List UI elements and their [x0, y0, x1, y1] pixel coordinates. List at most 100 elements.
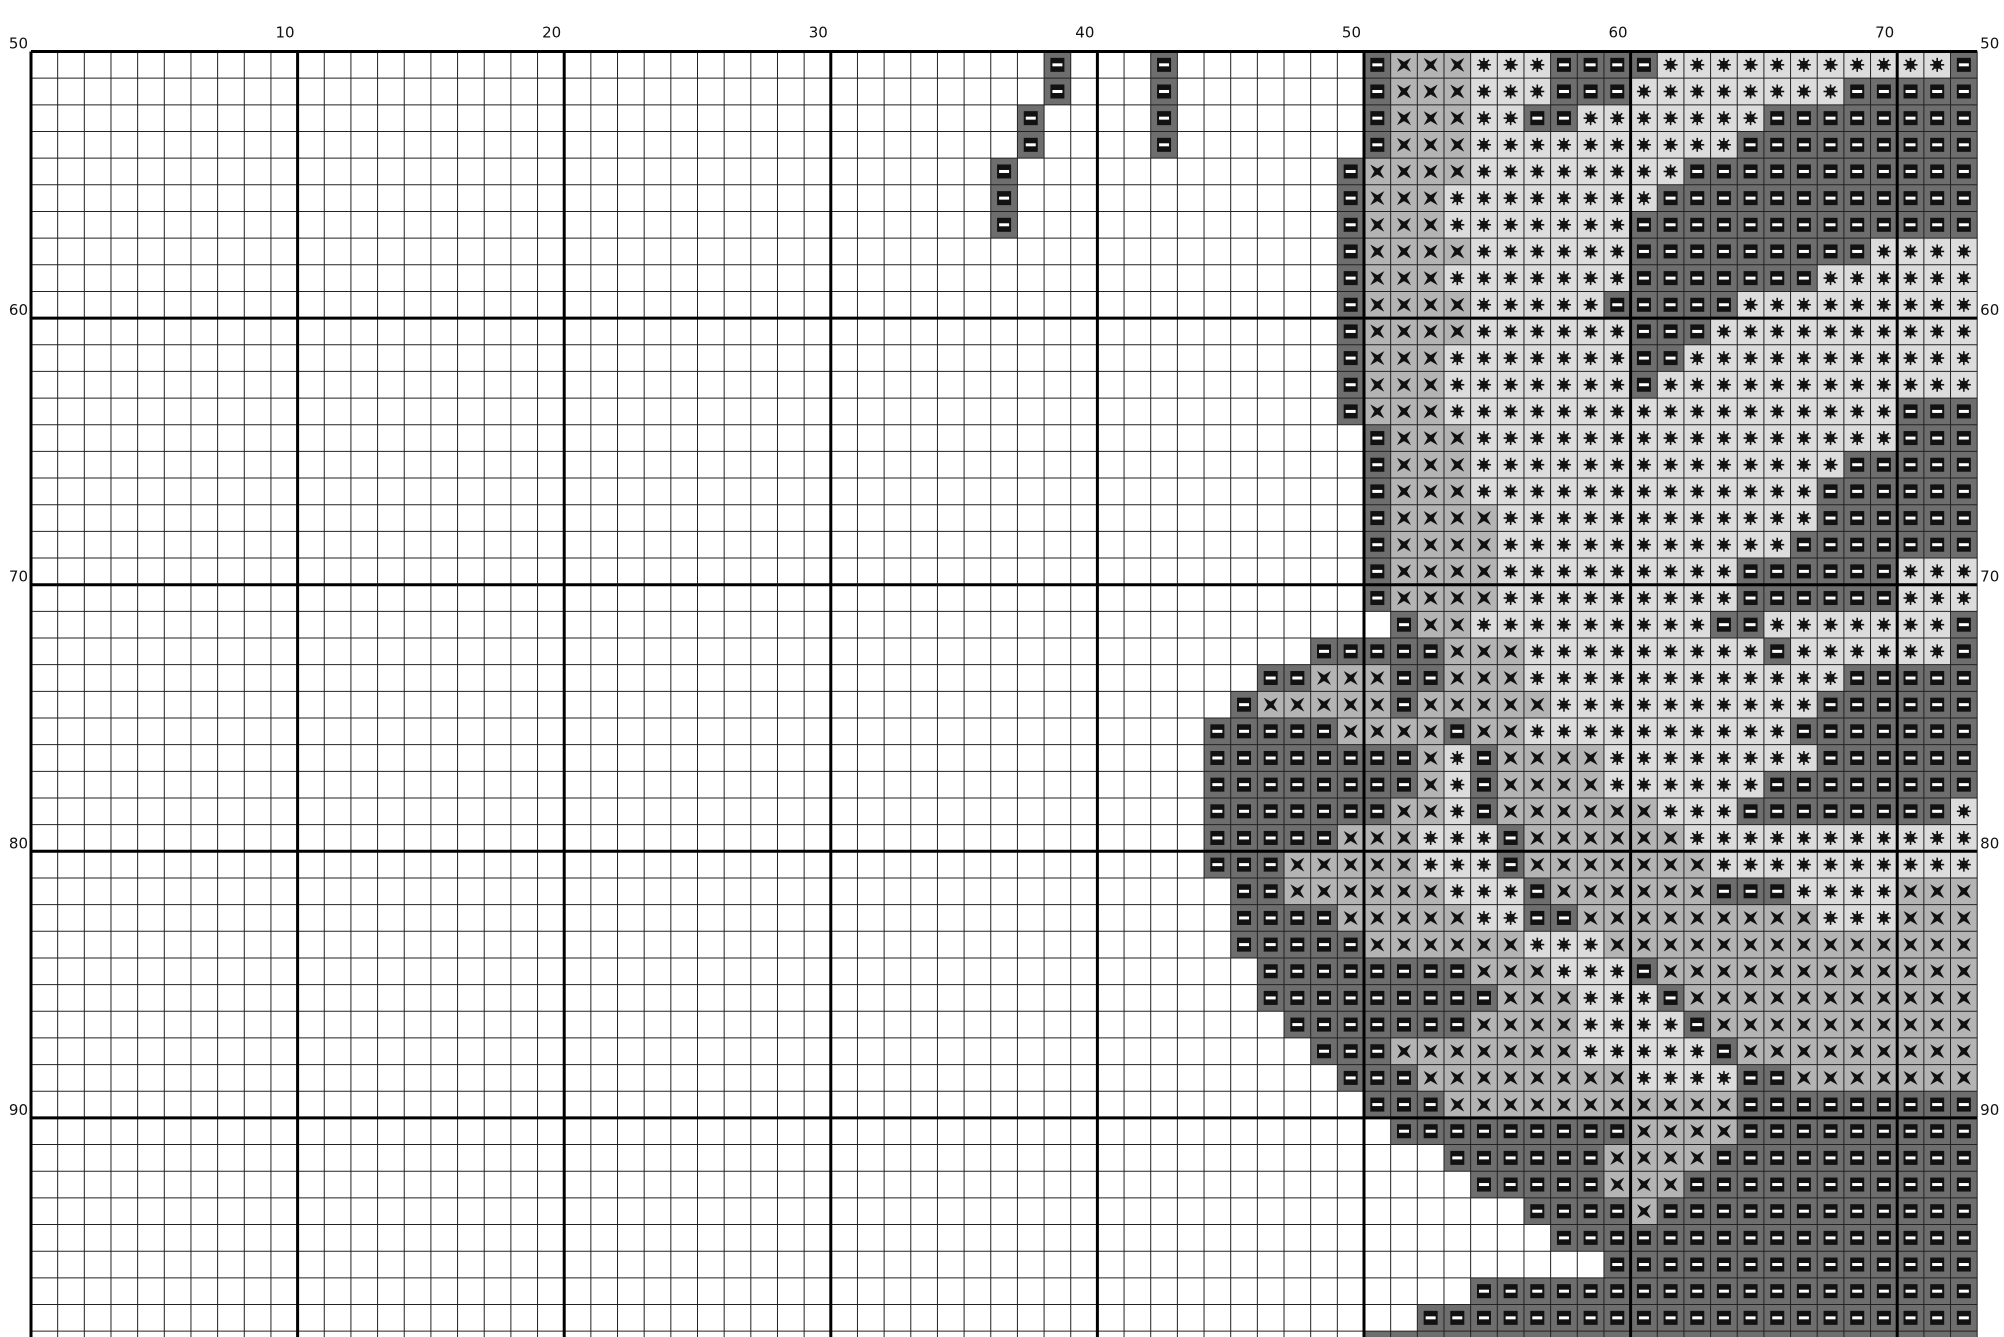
x-cross-symbol-cell — [1337, 718, 1364, 745]
snowflake-symbol-cell — [1791, 425, 1818, 452]
snowflake-symbol-cell — [1577, 371, 1604, 398]
snowflake-symbol-cell — [1497, 265, 1524, 292]
snowflake-symbol-cell — [1471, 425, 1498, 452]
snowflake-symbol-cell — [1604, 558, 1631, 585]
x-cross-symbol-cell — [1417, 398, 1444, 425]
dark-minus-symbol-cell — [1311, 905, 1338, 932]
snowflake-symbol-cell — [1444, 398, 1471, 425]
dark-minus-symbol-cell — [1817, 718, 1844, 745]
x-cross-symbol-cell — [1791, 1065, 1818, 1092]
x-cross-symbol-cell — [1711, 1091, 1738, 1118]
snowflake-symbol-cell — [1471, 611, 1498, 638]
snowflake-symbol-cell — [1764, 398, 1791, 425]
dark-minus-symbol-cell — [991, 158, 1018, 185]
dark-minus-symbol-cell — [1817, 1331, 1844, 1337]
dark-minus-symbol-cell — [1631, 1278, 1658, 1305]
snowflake-symbol-cell — [1524, 398, 1551, 425]
snowflake-symbol-cell — [1711, 531, 1738, 558]
x-cross-symbol-cell — [1684, 958, 1711, 985]
snowflake-symbol-cell — [1497, 531, 1524, 558]
x-cross-symbol-cell — [1737, 1011, 1764, 1038]
dark-minus-symbol-cell — [1764, 1145, 1791, 1172]
x-cross-symbol-cell — [1444, 505, 1471, 532]
dark-minus-symbol-cell — [1897, 185, 1924, 212]
dark-minus-symbol-cell — [1924, 1198, 1951, 1225]
dark-minus-symbol-cell — [1364, 1331, 1391, 1337]
snowflake-symbol-cell — [1844, 638, 1871, 665]
dark-minus-symbol-cell — [1897, 531, 1924, 558]
row-label: 90 — [9, 1101, 28, 1119]
x-cross-symbol-cell — [1657, 958, 1684, 985]
dark-minus-symbol-cell — [1791, 1305, 1818, 1332]
dark-minus-symbol-cell — [1951, 1251, 1978, 1278]
dark-minus-symbol-cell — [1657, 238, 1684, 265]
x-cross-symbol-cell — [1444, 238, 1471, 265]
dark-minus-symbol-cell — [1871, 211, 1898, 238]
snowflake-symbol-cell — [1951, 238, 1978, 265]
x-cross-symbol-cell — [1471, 665, 1498, 692]
x-cross-symbol-cell — [1444, 318, 1471, 345]
dark-minus-symbol-cell — [1764, 585, 1791, 612]
dark-minus-symbol-cell — [1817, 1305, 1844, 1332]
x-cross-symbol-cell — [1844, 958, 1871, 985]
snowflake-symbol-cell — [1524, 505, 1551, 532]
snowflake-symbol-cell — [1684, 665, 1711, 692]
dark-minus-symbol-cell — [1924, 78, 1951, 105]
snowflake-symbol-cell — [1551, 265, 1578, 292]
dark-minus-symbol-cell — [1391, 1118, 1418, 1145]
x-cross-symbol-cell — [1551, 985, 1578, 1012]
dark-minus-symbol-cell — [1764, 1251, 1791, 1278]
snowflake-symbol-cell — [1551, 238, 1578, 265]
x-cross-symbol-cell — [1871, 1038, 1898, 1065]
x-cross-symbol-cell — [1524, 1091, 1551, 1118]
x-cross-symbol-cell — [1711, 985, 1738, 1012]
snowflake-symbol-cell — [1924, 611, 1951, 638]
snowflake-symbol-cell — [1791, 611, 1818, 638]
snowflake-symbol-cell — [1524, 585, 1551, 612]
dark-minus-symbol-cell — [1391, 1011, 1418, 1038]
dark-minus-symbol-cell — [1844, 1251, 1871, 1278]
dark-minus-symbol-cell — [1871, 558, 1898, 585]
dark-minus-symbol-cell — [1791, 211, 1818, 238]
dark-minus-symbol-cell — [1284, 958, 1311, 985]
dark-minus-symbol-cell — [1871, 1331, 1898, 1337]
snowflake-symbol-cell — [1604, 211, 1631, 238]
dark-minus-symbol-cell — [1311, 1011, 1338, 1038]
dark-minus-symbol-cell — [1871, 718, 1898, 745]
dark-minus-symbol-cell — [1951, 398, 1978, 425]
dark-minus-symbol-cell — [1897, 1278, 1924, 1305]
dark-minus-symbol-cell — [1364, 105, 1391, 132]
row-label: 60 — [1980, 301, 1999, 319]
dark-minus-symbol-cell — [1391, 638, 1418, 665]
x-cross-symbol-cell — [1364, 691, 1391, 718]
dark-minus-symbol-cell — [1257, 771, 1284, 798]
snowflake-symbol-cell — [1524, 478, 1551, 505]
snowflake-symbol-cell — [1924, 371, 1951, 398]
snowflake-symbol-cell — [1711, 585, 1738, 612]
snowflake-symbol-cell — [1817, 611, 1844, 638]
snowflake-symbol-cell — [1577, 531, 1604, 558]
dark-minus-symbol-cell — [1337, 958, 1364, 985]
dark-minus-symbol-cell — [1364, 798, 1391, 825]
dark-minus-symbol-cell — [1844, 1305, 1871, 1332]
snowflake-symbol-cell — [1764, 52, 1791, 79]
snowflake-symbol-cell — [1497, 558, 1524, 585]
snowflake-symbol-cell — [1471, 158, 1498, 185]
snowflake-symbol-cell — [1577, 478, 1604, 505]
snowflake-symbol-cell — [1791, 825, 1818, 852]
snowflake-symbol-cell — [1657, 531, 1684, 558]
snowflake-symbol-cell — [1684, 505, 1711, 532]
snowflake-symbol-cell — [1524, 238, 1551, 265]
dark-minus-symbol-cell — [1657, 1225, 1684, 1252]
dark-minus-symbol-cell — [1844, 1091, 1871, 1118]
dark-minus-symbol-cell — [1844, 505, 1871, 532]
x-cross-symbol-cell — [1444, 905, 1471, 932]
snowflake-symbol-cell — [1604, 718, 1631, 745]
dark-minus-symbol-cell — [1284, 1011, 1311, 1038]
x-cross-symbol-cell — [1417, 585, 1444, 612]
dark-minus-symbol-cell — [1897, 1118, 1924, 1145]
x-cross-symbol-cell — [1924, 1011, 1951, 1038]
snowflake-symbol-cell — [1897, 345, 1924, 372]
x-cross-symbol-cell — [1551, 878, 1578, 905]
dark-minus-symbol-cell — [1817, 1225, 1844, 1252]
